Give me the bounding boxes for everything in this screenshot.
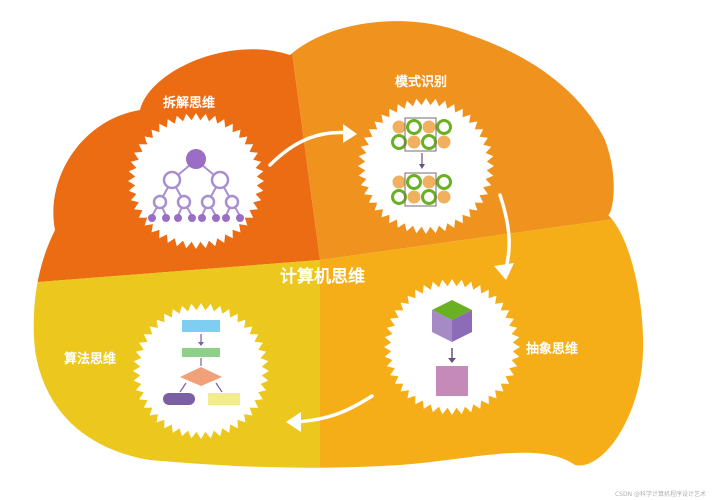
tree-leaf-node: [188, 214, 196, 222]
green-ring: [436, 119, 452, 135]
center-title: 计算机思维: [280, 266, 365, 287]
orange-dot: [422, 175, 436, 189]
orange-dot: [437, 135, 451, 149]
flowchart-connector: [215, 382, 223, 393]
flowchart-icon: [163, 320, 240, 405]
arrow-head: [494, 263, 514, 280]
tree-node: [224, 194, 240, 210]
green-ring: [391, 134, 407, 150]
tree-node: [152, 194, 168, 210]
badge-decomposition: [128, 113, 264, 249]
pattern-highlight-box: [404, 117, 437, 152]
green-ring: [406, 119, 422, 135]
tree-node: [176, 194, 192, 210]
abstract-square: [436, 366, 468, 396]
watermark: CSDN @科学计算机程序设计艺术: [615, 490, 706, 498]
orange-dot: [392, 175, 406, 189]
tree-node: [200, 194, 216, 210]
quadrant-abstraction: [320, 205, 644, 468]
label-pattern-recognition: 模式识别: [395, 74, 447, 90]
orange-dot: [422, 120, 436, 134]
arrow-heads: [286, 124, 514, 432]
label-decomposition: 拆解思维: [163, 95, 215, 111]
tree-leaf-node: [198, 214, 206, 222]
label-abstraction: 抽象思维: [526, 341, 578, 357]
curved-arrow-icon: [293, 394, 374, 424]
arrow-head: [198, 342, 204, 346]
tree-leaf-node: [222, 214, 230, 222]
pattern-grid-icon: [391, 117, 452, 207]
cube-left-face: [432, 310, 452, 342]
badge-abstraction: [384, 279, 520, 415]
arrow-head: [448, 358, 456, 363]
green-ring: [421, 189, 437, 205]
green-ring: [436, 174, 452, 190]
tree-root-node: [186, 149, 206, 169]
cube-to-square-icon: [432, 300, 472, 396]
tree-diagram-icon: [148, 149, 244, 222]
flowchart-step-box: [182, 348, 220, 357]
arrow-head: [343, 124, 357, 143]
green-ring: [406, 174, 422, 190]
tree-leaf-node: [174, 214, 182, 222]
flowchart-step-box: [182, 320, 220, 332]
tree-node: [210, 170, 230, 190]
arrow-head: [419, 164, 425, 169]
flowchart-decision-diamond: [180, 367, 222, 386]
label-algorithm: 算法思维: [64, 351, 116, 367]
tree-leaf-node: [236, 214, 244, 222]
flowchart-step-box: [208, 393, 240, 405]
orange-dot: [407, 190, 421, 204]
arrow-head: [286, 412, 301, 432]
orange-dot: [437, 190, 451, 204]
green-ring: [421, 134, 437, 150]
orange-dot: [392, 120, 406, 134]
curved-arrow-icon: [268, 130, 352, 167]
pattern-highlight-box: [404, 172, 437, 207]
flowchart-terminal-oval: [163, 393, 195, 405]
flowchart-connector: [179, 382, 187, 393]
tree-leaf-node: [162, 214, 170, 222]
green-ring: [391, 189, 407, 205]
tree-leaf-node: [148, 214, 156, 222]
orange-dot: [407, 135, 421, 149]
tree-leaf-node: [212, 214, 220, 222]
cube-right-face: [452, 310, 472, 342]
tree-node: [162, 170, 182, 190]
